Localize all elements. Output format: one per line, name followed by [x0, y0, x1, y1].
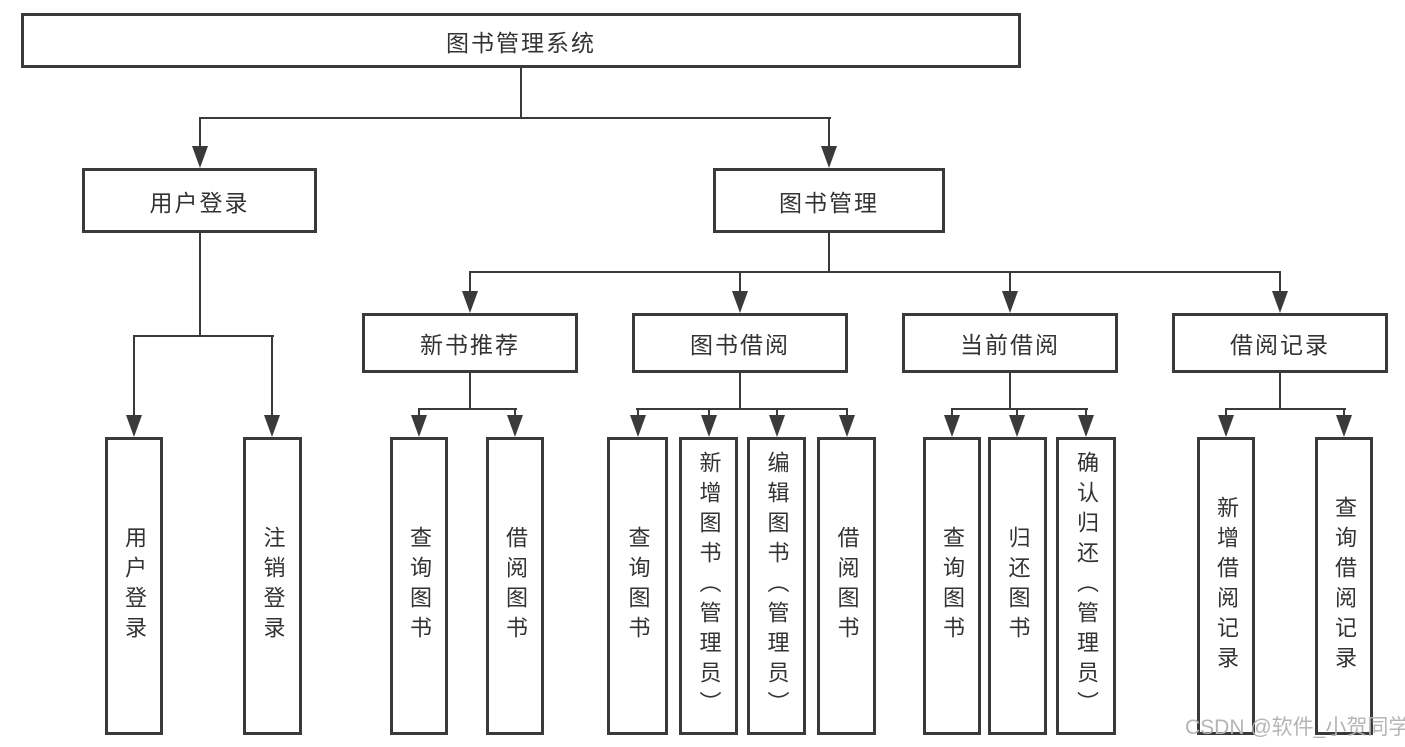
node-user-login: 用户登录: [82, 168, 317, 233]
connector-line: [828, 117, 830, 149]
leaf-label: 新增图书（管理员）: [696, 451, 722, 721]
arrowhead-icon: [821, 146, 837, 168]
leaf-query-books-recommend: 查询图书: [390, 437, 448, 735]
connector-line: [1225, 408, 1227, 420]
leaf-query-books-current: 查询图书: [923, 437, 981, 735]
arrowhead-icon: [839, 415, 855, 437]
leaf-label: 确认归还（管理员）: [1074, 451, 1099, 721]
connector-line: [846, 408, 848, 420]
arrowhead-icon: [1336, 415, 1352, 437]
leaf-confirm-return-admin: 确认归还（管理员）: [1056, 437, 1116, 735]
leaf-label: 查询图书: [940, 526, 965, 646]
connector-line: [708, 408, 710, 420]
connector-line: [951, 408, 1088, 410]
connector-line: [637, 408, 639, 420]
leaf-query-books-borrow: 查询图书: [607, 437, 668, 735]
connector-line: [1343, 408, 1345, 420]
arrowhead-icon: [192, 146, 208, 168]
connector-line: [1009, 373, 1011, 410]
arrowhead-icon: [1078, 415, 1094, 437]
arrowhead-icon: [1009, 415, 1025, 437]
connector-line: [418, 408, 517, 410]
connector-line: [199, 117, 831, 119]
connector-line: [739, 271, 741, 296]
connector-line: [469, 373, 471, 410]
arrowhead-icon: [1218, 415, 1234, 437]
connector-line: [199, 233, 201, 337]
connector-line: [776, 408, 778, 420]
connector-line: [636, 408, 848, 410]
node-label: 当前借阅: [960, 332, 1060, 358]
leaf-logout: 注销登录: [243, 437, 302, 735]
leaf-label: 借阅图书: [834, 526, 860, 646]
node-borrowing-records: 借阅记录: [1172, 313, 1388, 373]
node-current-borrowing: 当前借阅: [902, 313, 1118, 373]
connector-line: [1009, 271, 1011, 296]
leaf-label: 编辑图书（管理员）: [764, 451, 790, 721]
leaf-label: 查询借阅记录: [1332, 496, 1357, 676]
leaf-label: 归还图书: [1005, 526, 1031, 646]
connector-line: [951, 408, 953, 420]
node-label: 图书管理: [779, 189, 879, 216]
connector-line: [199, 117, 201, 149]
connector-line: [1279, 271, 1281, 296]
node-new-book-recommend: 新书推荐: [362, 313, 578, 373]
connector-line: [469, 271, 1281, 273]
leaf-add-book-admin: 新增图书（管理员）: [679, 437, 738, 735]
arrowhead-icon: [264, 415, 280, 437]
arrowhead-icon: [1272, 291, 1288, 313]
connector-line: [1085, 408, 1087, 420]
leaf-label: 查询图书: [625, 526, 651, 646]
arrowhead-icon: [1002, 291, 1018, 313]
arrowhead-icon: [944, 415, 960, 437]
node-label: 图书借阅: [690, 332, 790, 358]
leaf-label: 新增借阅记录: [1214, 496, 1239, 676]
connector-line: [271, 335, 273, 420]
connector-line: [133, 335, 135, 420]
connector-line: [1016, 408, 1018, 420]
leaf-label: 借阅图书: [503, 526, 528, 646]
arrowhead-icon: [462, 291, 478, 313]
leaf-return-books: 归还图书: [988, 437, 1047, 735]
node-book-borrowing: 图书借阅: [632, 313, 848, 373]
connector-line: [828, 232, 830, 273]
connector-line: [469, 271, 471, 296]
leaf-label: 查询图书: [407, 526, 432, 646]
node-label: 用户登录: [149, 189, 250, 216]
arrowhead-icon: [701, 415, 717, 437]
leaf-borrow-books-recommend: 借阅图书: [486, 437, 544, 735]
connector-line: [418, 408, 420, 420]
leaf-label: 注销登录: [260, 526, 286, 646]
connector-line: [1279, 373, 1281, 410]
leaf-user-login: 用户登录: [105, 437, 163, 735]
leaf-edit-book-admin: 编辑图书（管理员）: [747, 437, 806, 735]
arrowhead-icon: [126, 415, 142, 437]
arrowhead-icon: [732, 291, 748, 313]
csdn-watermark: CSDN @软件_小贺同学: [1185, 716, 1405, 739]
node-label: 图书管理系统: [446, 29, 596, 56]
connector-line: [1225, 408, 1346, 410]
arrowhead-icon: [507, 415, 523, 437]
leaf-query-borrow-record: 查询借阅记录: [1315, 437, 1373, 735]
node-library-management-system: 图书管理系统: [21, 13, 1021, 68]
arrowhead-icon: [769, 415, 785, 437]
connector-line: [739, 373, 741, 410]
leaf-label: 用户登录: [122, 526, 147, 646]
node-label: 借阅记录: [1230, 332, 1330, 358]
leaf-add-borrow-record: 新增借阅记录: [1197, 437, 1255, 735]
node-label: 新书推荐: [420, 332, 520, 358]
connector-line: [520, 68, 522, 118]
arrowhead-icon: [630, 415, 646, 437]
node-book-management: 图书管理: [713, 168, 945, 233]
connector-line: [133, 335, 274, 337]
arrowhead-icon: [411, 415, 427, 437]
connector-line: [514, 408, 516, 420]
leaf-borrow-books: 借阅图书: [817, 437, 876, 735]
